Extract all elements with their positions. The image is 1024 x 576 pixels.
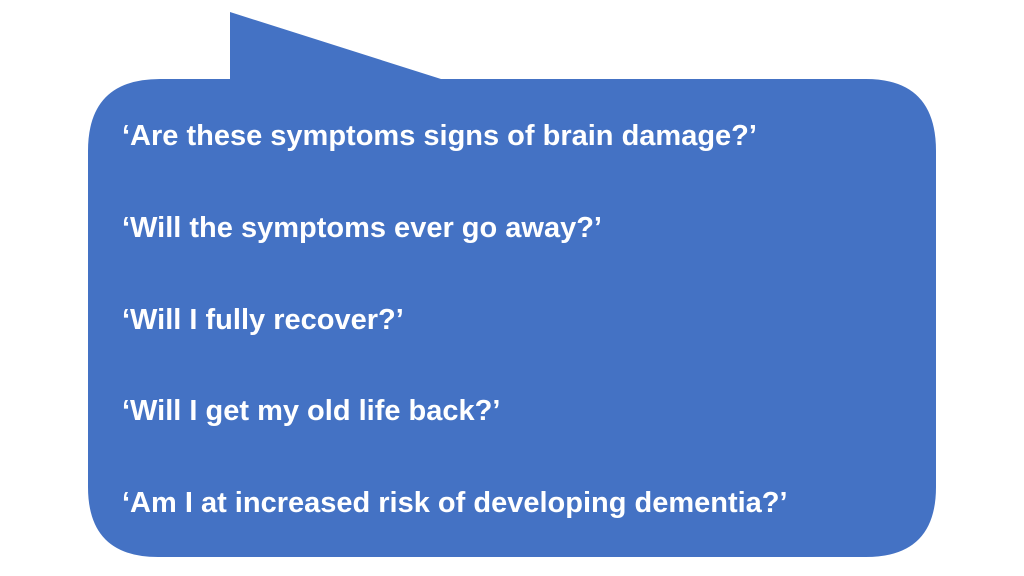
question-brain-damage: ‘Are these symptoms signs of brain damag…	[122, 120, 757, 152]
question-old-life-back: ‘Will I get my old life back?’	[122, 395, 501, 427]
question-symptoms-go-away: ‘Will the symptoms ever go away?’	[122, 212, 602, 244]
question-fully-recover: ‘Will I fully recover?’	[122, 304, 404, 336]
question-dementia-risk: ‘Am I at increased risk of developing de…	[122, 487, 788, 519]
speech-bubble-shape	[88, 12, 936, 557]
